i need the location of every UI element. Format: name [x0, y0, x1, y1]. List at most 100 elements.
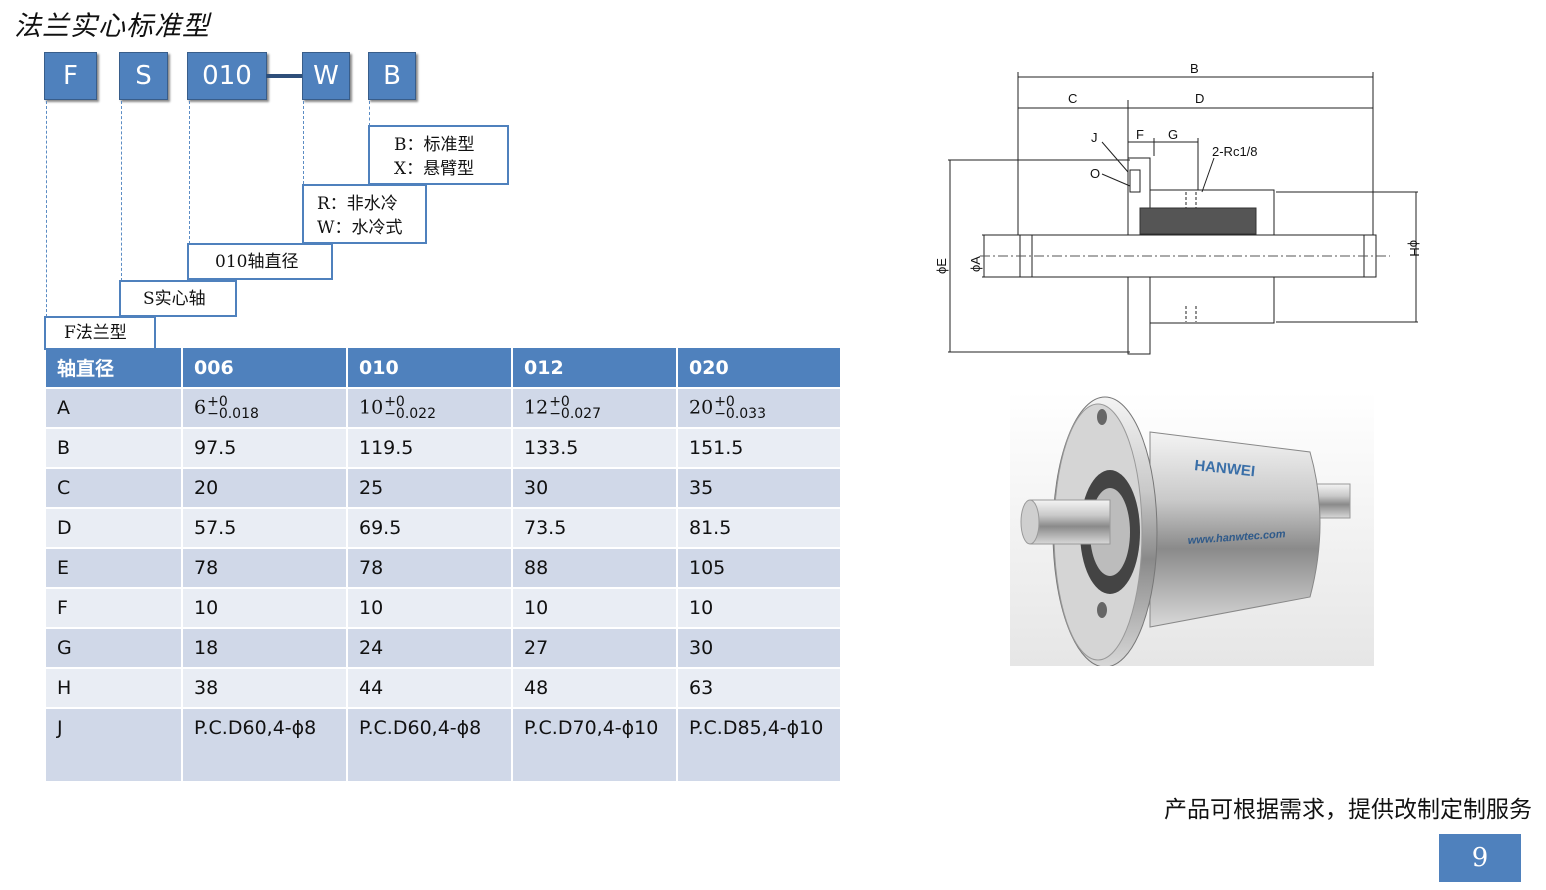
table-cell: P.C.D60,4-ϕ8	[182, 708, 348, 783]
table-cell: 24	[347, 628, 513, 669]
tol-base: 20	[689, 396, 714, 419]
table-cell: 10	[512, 588, 678, 629]
table-cell: 10	[347, 588, 513, 629]
row-label: G	[46, 628, 183, 669]
dim-label-D: D	[1195, 91, 1204, 106]
code-segment-shaft: S	[119, 52, 168, 100]
legend-cooling-water: W：水冷式	[317, 218, 403, 238]
table-cell: 30	[512, 468, 678, 509]
code-segment-type: F	[44, 52, 97, 100]
footer-note: 产品可根据需求，提供改制定制服务	[1164, 797, 1532, 823]
dim-label-F: F	[1136, 127, 1144, 142]
code-segment-form: B	[368, 52, 416, 100]
table-cell: 38	[182, 668, 348, 709]
code-segment-cooling: W	[302, 52, 350, 100]
photo-brand-label: HANWEI	[1194, 457, 1256, 480]
tol-upper: +0	[549, 394, 570, 410]
table-cell: 48	[512, 668, 678, 709]
dim-label-H: ϕH	[1407, 240, 1422, 257]
tol-base: 6	[194, 396, 207, 419]
product-photo: HANWEI www.hanwtec.com	[1010, 392, 1374, 666]
dim-label-O: O	[1090, 166, 1100, 181]
header-020: 020	[677, 348, 842, 389]
row-label: J	[46, 708, 183, 783]
technical-drawing: B C D J F G O 2-Rc1/8 ϕE ϕA ϕH	[934, 61, 1422, 355]
table-cell: 81.5	[677, 508, 842, 549]
table-row-E: E 78 78 88 105	[46, 548, 842, 589]
table-cell: 12+0−0.027	[512, 388, 678, 429]
guide-line-type	[46, 101, 47, 317]
table-row-C: C 20 25 30 35	[46, 468, 842, 509]
table-cell: 10	[182, 588, 348, 629]
header-012: 012	[512, 348, 678, 389]
spec-table: 轴直径 006 010 012 020 A 6+0−0.018 10+0−0.0…	[46, 348, 842, 783]
legend-cooling-none: R：非水冷	[317, 194, 398, 214]
tol-lower: −0.018	[207, 406, 259, 422]
row-label: D	[46, 508, 183, 549]
table-cell: 63	[677, 668, 842, 709]
legend-flange: F法兰型	[44, 316, 156, 350]
table-cell: 35	[677, 468, 842, 509]
table-cell: 78	[182, 548, 348, 589]
dim-label-A: ϕA	[968, 256, 983, 272]
table-cell: 69.5	[347, 508, 513, 549]
legend-solid-label: S实心轴	[143, 289, 206, 309]
tol-upper: +0	[714, 394, 735, 410]
legend-solid: S实心轴	[119, 280, 237, 317]
tolerance: +0−0.033	[714, 394, 766, 422]
table-cell: 151.5	[677, 428, 842, 469]
tol-upper: +0	[207, 394, 228, 410]
table-cell: 105	[677, 548, 842, 589]
table-row-J: J P.C.D60,4-ϕ8 P.C.D60,4-ϕ8 P.C.D70,4-ϕ1…	[46, 708, 842, 783]
table-cell: 6+0−0.018	[182, 388, 348, 429]
page-title: 法兰实心标准型	[14, 11, 210, 42]
table-cell: 18	[182, 628, 348, 669]
table-cell: 10+0−0.022	[347, 388, 513, 429]
header-006: 006	[182, 348, 348, 389]
table-cell: 119.5	[347, 428, 513, 469]
legend-diameter: 010轴直径	[187, 243, 333, 280]
guide-line-shaft	[121, 101, 122, 281]
row-label: A	[46, 388, 183, 429]
tolerance: +0−0.022	[384, 394, 436, 422]
dim-label-B: B	[1190, 61, 1199, 76]
tol-lower: −0.033	[714, 406, 766, 422]
row-label: B	[46, 428, 183, 469]
table-row-B: B 97.5 119.5 133.5 151.5	[46, 428, 842, 469]
table-cell: 88	[512, 548, 678, 589]
legend-form: B：标准型 X：悬臂型	[368, 125, 509, 185]
tol-upper: +0	[384, 394, 405, 410]
row-label: C	[46, 468, 183, 509]
header-010: 010	[347, 348, 513, 389]
row-label: E	[46, 548, 183, 589]
tolerance: +0−0.018	[207, 394, 259, 422]
table-cell: 30	[677, 628, 842, 669]
legend-diameter-label: 010轴直径	[215, 252, 299, 272]
table-cell: P.C.D70,4-ϕ10	[512, 708, 678, 783]
table-cell: 133.5	[512, 428, 678, 469]
table-row-A: A 6+0−0.018 10+0−0.022 12+0−0.027 20+0−0…	[46, 388, 842, 429]
code-segment-diameter: 010	[187, 52, 267, 100]
tol-base: 10	[359, 396, 384, 419]
guide-line-cooling	[303, 101, 304, 184]
legend-form-cantilever: X：悬臂型	[394, 159, 475, 179]
dim-label-G: G	[1168, 127, 1178, 142]
table-cell: 73.5	[512, 508, 678, 549]
header-shaft-diameter: 轴直径	[46, 348, 183, 389]
table-row-F: F 10 10 10 10	[46, 588, 842, 629]
dim-label-E: ϕE	[934, 258, 949, 274]
row-label: F	[46, 588, 183, 629]
table-cell: 78	[347, 548, 513, 589]
code-connector	[266, 74, 302, 78]
table-cell: 20	[182, 468, 348, 509]
table-cell: 10	[677, 588, 842, 629]
tol-lower: −0.022	[384, 406, 436, 422]
table-cell: 97.5	[182, 428, 348, 469]
tol-lower: −0.027	[549, 406, 601, 422]
tolerance: +0−0.027	[549, 394, 601, 422]
legend-form-standard: B：标准型	[394, 135, 475, 155]
legend-cooling: R：非水冷 W：水冷式	[302, 184, 427, 244]
table-row-G: G 18 24 27 30	[46, 628, 842, 669]
page-number: 9	[1439, 834, 1521, 882]
table-cell: 27	[512, 628, 678, 669]
